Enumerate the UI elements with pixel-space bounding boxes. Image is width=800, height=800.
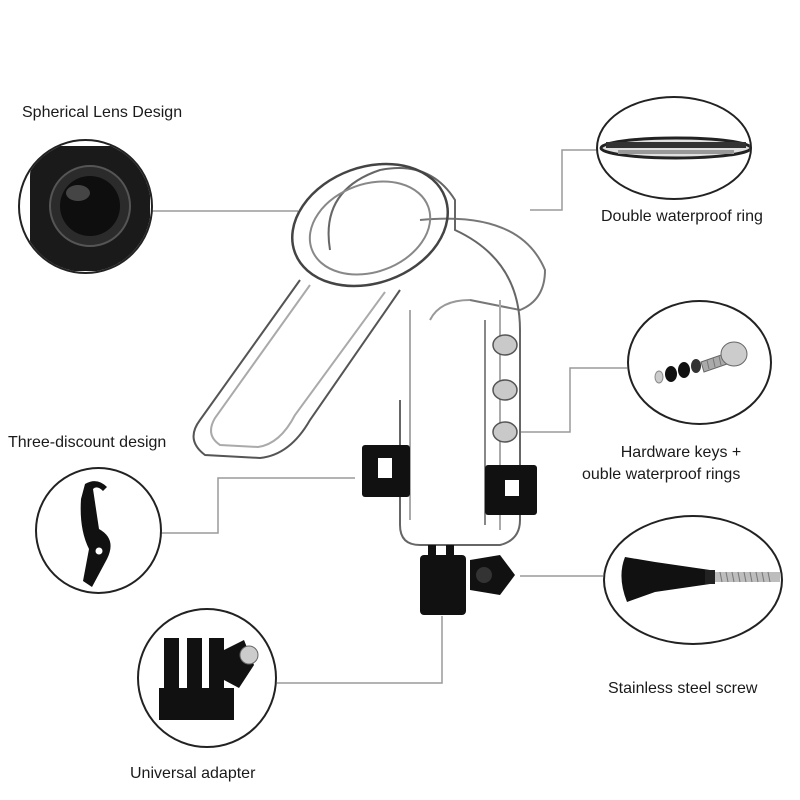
label-double-ring: Double waterproof ring [601, 208, 763, 225]
label-spherical-lens: Spherical Lens Design [22, 104, 183, 121]
waterproof-ring-circle [596, 96, 752, 200]
buckle-circle [35, 467, 162, 594]
waterproof-ring-icon [599, 136, 750, 160]
connector-ring [530, 149, 598, 211]
label-hardware-keys-2: ouble waterproof rings [582, 466, 741, 483]
label-three-discount: Three-discount design [8, 434, 167, 451]
connector-buckle [160, 477, 355, 534]
spherical-lens-circle [18, 139, 153, 274]
steel-screw-circle [603, 515, 783, 645]
spherical-lens-icon [30, 146, 150, 271]
connector-keys [520, 367, 627, 433]
universal-adapter-icon [159, 638, 259, 720]
label-universal-adapter: Universal adapter [130, 765, 256, 782]
hardware-keys-icon [654, 341, 748, 384]
label-steel-screw: Stainless steel screw [608, 680, 758, 697]
hardware-keys-circle [627, 300, 772, 425]
universal-adapter-circle [137, 608, 277, 748]
buckle-latch-icon [80, 481, 111, 587]
steel-screw-icon [621, 557, 780, 602]
connector-adapter [277, 616, 443, 684]
label-hardware-keys-1: Hardware keys + [620, 444, 742, 461]
waterproof-housing-image [192, 162, 547, 615]
